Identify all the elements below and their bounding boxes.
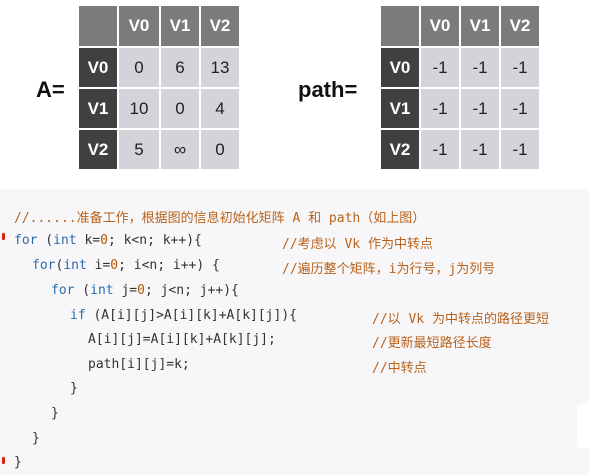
code-text: ; j<n; j++){: [144, 283, 239, 298]
type-keyword: int: [53, 233, 77, 248]
code-text: (: [55, 258, 64, 273]
matrix-a-row-header: V1: [77, 87, 119, 130]
matrix-path-corner: [379, 4, 421, 48]
matrix-figure: A= V0 V1 V2 V0 0 6 13 V1 10 0 4 V2 5 ∞ 0…: [0, 0, 589, 183]
number: 0: [110, 258, 119, 273]
code-block: //......准备工作，根据图的信息初始化矩阵 A 和 path（如上图） f…: [0, 189, 589, 475]
matrix-path-cell: -1: [499, 46, 541, 89]
matrix-a-row-header: V0: [77, 46, 119, 89]
matrix-a-cell: 5: [117, 128, 161, 171]
matrix-path-cell: -1: [419, 87, 461, 130]
number: 0: [137, 283, 145, 298]
code-text: j=: [113, 283, 138, 298]
code-comment-k: //考虑以 Vk 作为中转点: [282, 237, 433, 252]
matrix-a-cell: 4: [199, 87, 241, 130]
matrix-a-col-header: V1: [159, 4, 201, 48]
scrollbar-thumb[interactable]: [577, 404, 589, 448]
code-line-if: if (A[i][j]>A[i][k]+A[k][j]){: [70, 308, 297, 323]
matrix-path-cell: -1: [419, 128, 461, 171]
code-text: (A[i][j]>A[i][k]+A[k][j]){: [85, 308, 297, 323]
code-brace: }: [70, 381, 78, 396]
code-line-for-j: for (int j=0; j<n; j++){: [51, 283, 239, 298]
matrix-path-cell: -1: [459, 128, 501, 171]
matrix-a-label: A=: [36, 77, 65, 102]
code-text: ; i<n; i++) {: [118, 258, 220, 273]
matrix-a-cell: 0: [159, 87, 201, 130]
code-line-assign-path: path[i][j]=k;: [88, 357, 190, 372]
keyword: for: [51, 283, 75, 298]
code-text: ; k<n; k++){: [107, 233, 202, 248]
code-line-for-i: for(int i=0; i<n; i++) {: [32, 258, 220, 273]
matrix-path-cell: -1: [459, 87, 501, 130]
matrix-path-cell: -1: [499, 87, 541, 130]
code-text: (: [74, 283, 91, 298]
code-comment-init: //......准备工作，根据图的信息初始化矩阵 A 和 path（如上图）: [14, 207, 425, 226]
matrix-a-cell: 6: [159, 46, 201, 89]
matrix-path-cell: -1: [459, 46, 501, 89]
code-text: (: [37, 233, 54, 248]
matrix-path-row-header: V1: [379, 87, 421, 130]
matrix-a-cell: ∞: [159, 128, 201, 171]
comment-text: //......准备工作，根据图的信息初始化矩阵 A 和 path（如上图）: [14, 211, 426, 226]
matrix-path-col-header: V2: [499, 4, 541, 48]
code-brace: }: [14, 455, 22, 470]
matrix-a-col-header: V2: [199, 4, 241, 48]
matrix-a-cell: 13: [199, 46, 241, 89]
code-comment-i: //遍历整个矩阵，i为行号，j为列号: [282, 262, 496, 277]
code-comment-if: //以 Vk 为中转点的路径更短: [372, 312, 549, 327]
code-brace: }: [51, 406, 59, 421]
matrix-a-table: V0 V1 V2 V0 0 6 13 V1 10 0 4 V2 5 ∞ 0: [77, 4, 241, 171]
matrix-path-table: V0 V1 V2 V0 -1 -1 -1 V1 -1 -1 -1 V2 -1 -…: [379, 4, 541, 171]
matrix-path-col-header: V1: [459, 4, 501, 48]
code-text: k=: [76, 233, 101, 248]
matrix-a-col-header: V0: [117, 4, 161, 48]
matrix-a-row-header: V2: [77, 128, 119, 171]
code-text: i=: [86, 258, 111, 273]
type-keyword: int: [63, 258, 87, 273]
matrix-path-label: path=: [298, 77, 358, 102]
matrix-path-row-header: V0: [379, 46, 421, 89]
code-brace: }: [32, 431, 40, 446]
matrix-path-cell: -1: [419, 46, 461, 89]
matrix-a-cell: 0: [117, 46, 161, 89]
matrix-path-col-header: V0: [419, 4, 461, 48]
breakpoint-marker: [2, 233, 5, 240]
matrix-a-corner: [77, 4, 119, 48]
number: 0: [100, 233, 108, 248]
matrix-a-cell: 10: [117, 87, 161, 130]
code-comment-assign-a: //更新最短路径长度: [372, 336, 492, 351]
breakpoint-marker: [2, 457, 5, 464]
code-line-assign-a: A[i][j]=A[i][k]+A[k][j];: [88, 332, 276, 347]
type-keyword: int: [90, 283, 114, 298]
matrix-path-cell: -1: [499, 128, 541, 171]
code-line-for-k: for (int k=0; k<n; k++){: [14, 233, 202, 248]
keyword: for: [32, 258, 56, 273]
keyword: for: [14, 233, 38, 248]
keyword: if: [70, 308, 86, 323]
code-comment-assign-path: //中转点: [372, 361, 427, 376]
matrix-path-row-header: V2: [379, 128, 421, 171]
matrix-a-cell: 0: [199, 128, 241, 171]
